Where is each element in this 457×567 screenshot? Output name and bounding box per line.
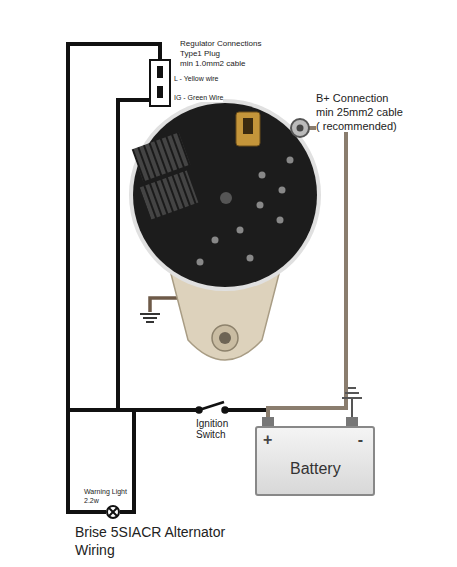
battery-text: - [358, 432, 363, 448]
regulator-plug [150, 60, 170, 106]
diagram-title: Brise 5SIACR Alternator Wiring [75, 524, 265, 559]
note: min 1.0mm2 cable [180, 60, 245, 69]
battery-box: + Battery - [255, 426, 375, 496]
warning-light-symbol [107, 506, 119, 518]
pin-name: IG - Green Wire [174, 94, 223, 102]
lamp-label: Warning Light [84, 488, 127, 496]
note: B+ Connection [316, 92, 388, 104]
switch-label: Ignition Switch [196, 418, 251, 440]
note: ( recommended) [316, 120, 397, 132]
battery-text: Battery [290, 461, 341, 477]
alternator-body [129, 99, 321, 291]
ground-symbol [342, 388, 362, 425]
note: Type1 Plug [180, 50, 220, 59]
pin-name: L - Yellow wire [174, 75, 219, 83]
lamp-rating: 2.2w [84, 497, 99, 505]
note: min 25mm2 cable [316, 106, 403, 118]
battery-terminal [346, 417, 358, 426]
battery-terminal [262, 417, 274, 426]
ignition-switch [197, 402, 228, 413]
battery-text: + [263, 432, 272, 448]
note: Regulator Connections [180, 40, 261, 49]
